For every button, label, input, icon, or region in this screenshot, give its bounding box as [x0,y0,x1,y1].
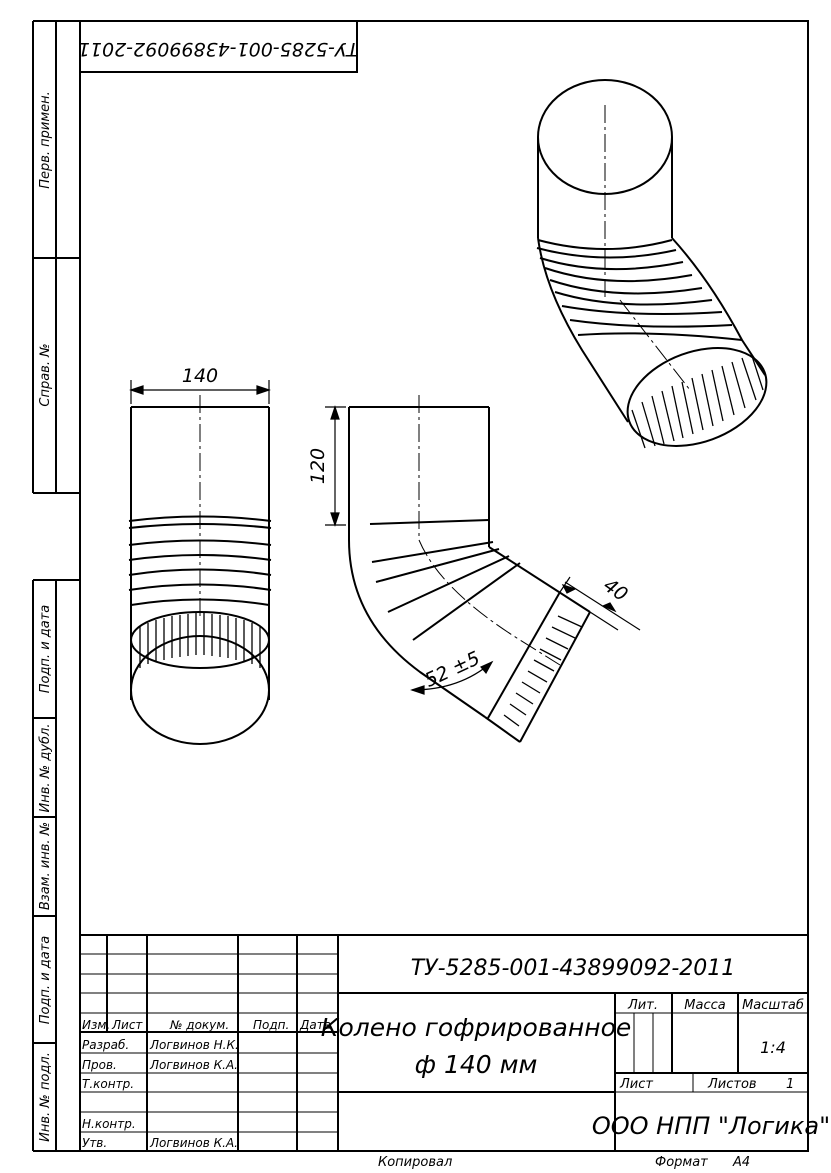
drawing-title-line2: ф 140 мм [415,1050,538,1079]
title-block-thin-lines [80,953,808,1133]
footer-format-label: Формат [655,1155,708,1170]
organization-name: ООО НПП "Логика" [592,1112,830,1140]
dim-sleeve-text: 40 [599,574,631,606]
corner-code-text: ТУ-5285-001-43899092-2011 [78,38,358,60]
title-block-info: Лит. Масса Масштаб 1:4 Лист Листов 1 ООО… [592,998,830,1140]
mass-label: Масса [684,998,725,1013]
dim-angle-text: 52 ±5 [421,647,483,692]
dim-height-text: 120 [307,448,329,484]
title-block-roles: Разраб. Логвинов Н.К. Пров. Логвинов К.А… [82,1038,239,1150]
corner-code-box: ТУ-5285-001-43899092-2011 [78,21,358,73]
name-utv: Логвинов К.А. [149,1136,238,1150]
title-block-col-headers: Изм. Лист № докум. Подп. Дата [82,1018,331,1032]
label-podp-data-1: Подп. и дата [38,605,53,694]
col-header-podp: Подп. [253,1018,289,1032]
drawing-frame [32,20,809,1152]
footer-format-value: А4 [732,1155,750,1170]
label-vzam-inv: Взам. инв. № [38,822,53,910]
name-razrab: Логвинов Н.К. [149,1038,239,1052]
sheets-label: Листов [707,1077,757,1092]
label-sprav-no: Справ. № [38,343,53,406]
scale-value: 1:4 [760,1038,786,1057]
col-header-list: Лист [111,1018,143,1032]
side-view-corrugation [369,519,521,641]
title-block-grid [80,934,808,1151]
role-prov: Пров. [82,1058,117,1072]
lit-label: Лит. [627,998,658,1013]
role-tkontr: Т.контр. [82,1077,134,1091]
dim-sleeve [559,576,641,631]
dim-angle [410,660,494,695]
label-inv-dubl: Инв. № дубл. [38,724,53,813]
dim-height [325,405,346,527]
document-code: ТУ-5285-001-43899092-2011 [411,956,736,981]
footer-copied: Копировал [378,1155,452,1170]
isometric-axis-bend [619,299,691,391]
role-razrab: Разраб. [82,1038,129,1052]
isometric-view [536,79,768,447]
label-podp-data-2: Подп. и дата [38,936,53,1025]
side-view-ribs [497,615,583,737]
role-utv: Утв. [82,1136,107,1150]
role-nkontr: Н.контр. [82,1117,136,1131]
label-perv-primen: Перв. примен. [38,91,53,189]
isometric-ribs [631,355,764,449]
dim-width [129,380,271,404]
side-view-axis-bend [418,539,561,666]
name-prov: Логвинов К.А. [149,1058,238,1072]
col-header-dokum: № докум. [169,1018,229,1032]
footer: Копировал Формат А4 [378,1155,750,1170]
sheets-value: 1 [786,1077,794,1092]
front-view-ribs [139,613,261,668]
col-header-data: Дата [299,1018,331,1032]
side-view [348,406,591,743]
side-margin-labels: Перв. примен. Справ. № Подп. и дата Инв.… [38,91,53,1142]
sheet-label: Лист [619,1077,653,1092]
scale-label: Масштаб [742,998,804,1013]
col-header-izm: Изм. [82,1018,110,1032]
dim-width-text: 140 [182,365,218,387]
label-inv-podl: Инв. № подл. [38,1052,53,1142]
drawing-title-line1: Колено гофрированное [321,1013,632,1042]
